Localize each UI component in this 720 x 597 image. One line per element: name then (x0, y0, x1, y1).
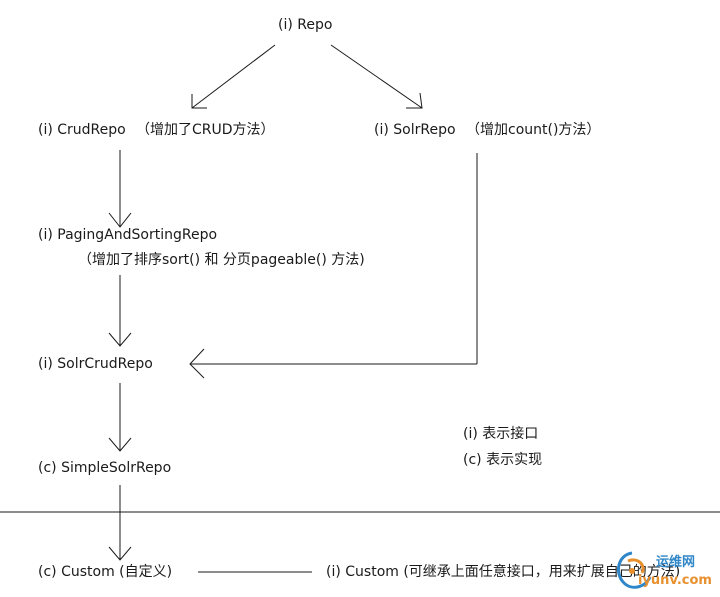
arrowhead-paging (108, 212, 132, 228)
legend-implementation: (c) 表示实现 (463, 452, 543, 468)
arrowhead-solrcrud-right (189, 348, 205, 379)
node-solr-repo-note: （增加count()方法） (466, 122, 601, 138)
arrowhead-solrcrud (108, 332, 132, 347)
node-paging-repo-note: （增加了排序sort() 和 分页pageable() 方法) (78, 252, 365, 268)
node-custom-iface: (i) Custom (可继承上面任意接口，用来扩展自己的方法) (326, 564, 681, 580)
arrowhead-simple (108, 437, 132, 452)
edge-repo-solrrepo (330, 44, 423, 109)
watermark-top: 运维网 (656, 555, 696, 570)
node-crud-repo-note: （增加了CRUD方法） (136, 122, 275, 138)
arrowhead-solrrepo (406, 92, 423, 109)
legend-interface: (i) 表示接口 (463, 426, 539, 442)
watermark-logo: 运维网 iyunv.com (610, 547, 714, 593)
node-paging-repo: (i) PagingAndSortingRepo (38, 227, 218, 243)
watermark-bottom: iyunv.com (638, 573, 712, 588)
edge-repo-crudrepo (191, 44, 276, 109)
watermark-swirl-icon (616, 551, 652, 589)
arrowhead-crudrepo (191, 94, 207, 109)
node-custom-impl: (c) Custom (自定义) (38, 564, 173, 580)
node-simple-solr-repo: (c) SimpleSolrRepo (38, 460, 172, 476)
node-crud-repo: (i) CrudRepo (38, 122, 126, 138)
node-repo: (i) Repo (278, 17, 333, 33)
arrowhead-custom (108, 546, 132, 561)
node-solr-crud-repo: (i) SolrCrudRepo (38, 356, 153, 372)
node-solr-repo: (i) SolrRepo (374, 122, 456, 138)
